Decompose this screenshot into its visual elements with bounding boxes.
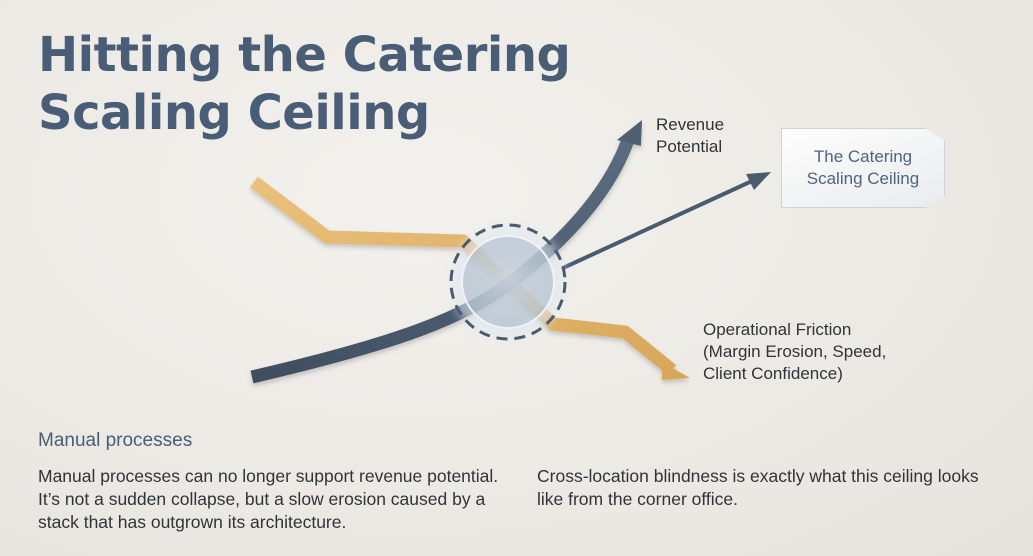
page-title: Hitting the Catering Scaling Ceiling bbox=[38, 26, 571, 142]
ceiling-label-line-1: The Catering bbox=[813, 147, 913, 166]
revenue-label-line-1: Revenue bbox=[656, 115, 725, 134]
revenue-arrowhead bbox=[617, 120, 642, 146]
friction-arrowhead bbox=[662, 362, 690, 380]
scaling-ceiling-box: The Catering Scaling Ceiling bbox=[781, 128, 945, 208]
connector-arrowhead bbox=[746, 172, 771, 190]
ceiling-label-line-2: Scaling Ceiling bbox=[806, 169, 920, 188]
revenue-label-line-2: Potential bbox=[656, 137, 723, 156]
paragraph-left: Manual processes can no longer support r… bbox=[38, 466, 499, 532]
intersection-circle bbox=[449, 223, 567, 341]
revenue-potential-label: Revenue Potential bbox=[656, 114, 724, 158]
friction-label-line-2: (Margin Erosion, Speed, bbox=[703, 342, 887, 361]
friction-label-line-1: Operational Friction bbox=[703, 320, 852, 339]
title-line-1: Hitting the Catering bbox=[38, 27, 571, 83]
operational-friction-label: Operational Friction (Margin Erosion, Sp… bbox=[703, 319, 886, 385]
paragraph-right: Cross-location blindness is exactly what… bbox=[537, 466, 979, 509]
ceiling-connector-arrow bbox=[562, 172, 771, 270]
section-heading: Manual processes bbox=[38, 430, 193, 451]
friction-label-line-3: Client Confidence) bbox=[703, 364, 843, 383]
title-line-2: Scaling Ceiling bbox=[38, 85, 430, 141]
revenue-potential-arrow bbox=[250, 120, 642, 384]
